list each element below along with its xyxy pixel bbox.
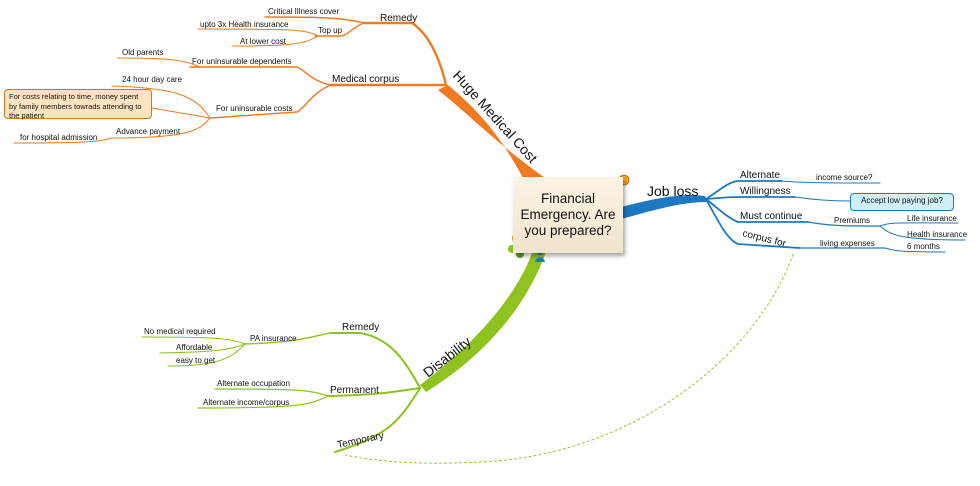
affordable-label: Affordable — [176, 343, 213, 352]
temporary-label: Temporary — [336, 430, 385, 451]
income-source-label: income source? — [816, 173, 873, 182]
admission-line — [13, 137, 113, 144]
medical-branch-trunk — [438, 85, 545, 178]
note-line — [151, 107, 211, 119]
lower-cost-line — [231, 35, 319, 47]
income-source-line — [781, 180, 881, 184]
life-line — [879, 222, 959, 227]
accept-line — [794, 196, 851, 202]
affordable-line — [159, 343, 246, 354]
uninsurable-costs-line — [209, 84, 331, 119]
central-topic[interactable]: Financial Emergency. Are you prepared? — [513, 177, 623, 253]
health-insurance-label: Health insurance — [907, 230, 968, 239]
temporary-line — [334, 387, 421, 453]
no-medical-line — [141, 336, 246, 345]
alt-occupation-label: Alternate occupation — [217, 379, 290, 388]
easy-line — [167, 343, 246, 367]
topup-label: Top up — [318, 26, 343, 35]
alternate-label: Alternate — [740, 170, 780, 181]
admission-label: for hospital admission — [20, 133, 97, 142]
old-parents-label: Old parents — [122, 48, 163, 57]
pa-insurance-label: PA insurance — [250, 334, 297, 343]
alternate-line — [705, 180, 783, 200]
living-expenses-label: living expenses — [820, 239, 875, 248]
central-topic-line3: you prepared? — [524, 223, 612, 238]
corpus-for-line — [705, 198, 801, 249]
central-topic-line2: Emergency. Are — [520, 207, 616, 222]
premiums-line — [807, 221, 881, 227]
time-money-note[interactable]: For costs relating to time, money spent … — [4, 89, 152, 120]
relationship-dashed-line — [344, 253, 794, 464]
permanent-line — [327, 387, 421, 397]
medical-branch-label: Huge Medical Cost — [450, 67, 541, 166]
critical-illness-label: Critical Illness cover — [268, 7, 339, 16]
job-branch-label: Job loss — [647, 183, 698, 199]
lower-cost-label: At lower cost — [240, 37, 287, 46]
old-parents-line — [117, 57, 201, 68]
health-line — [879, 225, 966, 241]
medical-remedy-line — [362, 21, 448, 87]
six-months-label: 6 months — [907, 242, 940, 251]
disability-branch-trunk — [420, 250, 546, 392]
dependents-label: For uninsurable dependents — [192, 57, 292, 66]
upto-line — [197, 28, 319, 37]
willingness-label: Willingness — [740, 186, 791, 197]
critical-line — [264, 16, 365, 24]
disability-remedy-line — [329, 332, 421, 389]
alt-income-label: Alternate income/corpus — [203, 398, 289, 407]
easy-label: easy to get — [176, 356, 216, 365]
pa-insurance-line — [244, 332, 331, 345]
willingness-line — [705, 196, 796, 200]
upto-label: upto 3x Health insurance — [200, 20, 289, 29]
job-branch-trunk — [621, 195, 708, 219]
daycare-label: 24 hour day care — [122, 75, 183, 84]
permanent-label: Permanent — [330, 385, 379, 396]
topup-line — [314, 22, 365, 37]
must-continue-line — [705, 198, 809, 223]
uninsurable-costs-label: For uninsurable costs — [216, 104, 292, 113]
dependents-line — [189, 66, 331, 86]
advance-line — [111, 117, 211, 139]
alt-occupation-line — [214, 388, 329, 397]
life-insurance-label: Life insurance — [907, 214, 957, 223]
medical-remedy-label: Remedy — [380, 13, 417, 24]
no-medical-label: No medical required — [144, 327, 216, 336]
accept-low-paying-job-note[interactable]: Accept low paying job? — [850, 193, 954, 211]
premiums-label: Premiums — [834, 216, 870, 225]
six-months-line — [884, 247, 946, 253]
medical-corpus-label: Medical corpus — [332, 74, 399, 85]
daycare-line — [111, 85, 211, 119]
must-continue-label: Must continue — [740, 211, 803, 222]
alt-income-line — [197, 395, 329, 409]
central-topic-line1: Financial — [540, 191, 595, 206]
disability-remedy-label: Remedy — [342, 322, 379, 333]
advance-payment-label: Advance payment — [116, 127, 181, 136]
